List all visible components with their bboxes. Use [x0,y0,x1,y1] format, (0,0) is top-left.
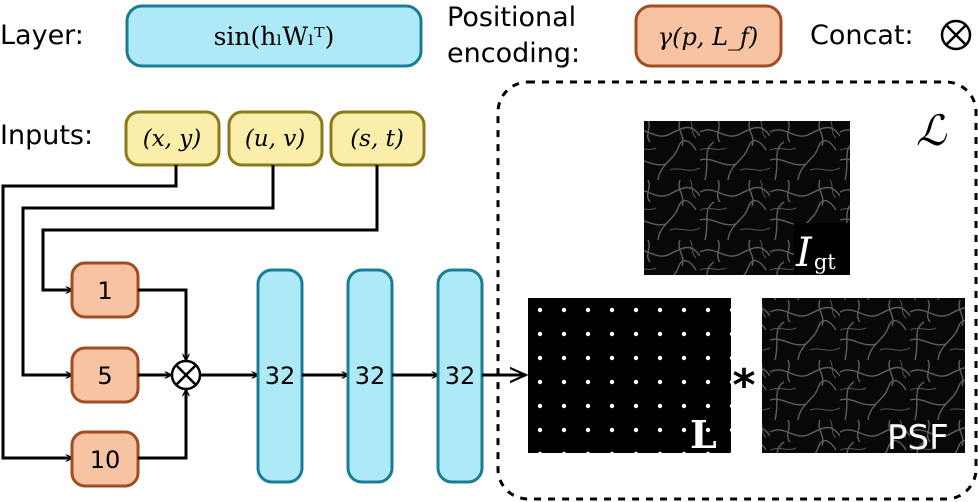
legend-layer-box [125,4,423,68]
image-psf: PSF [762,298,965,458]
posenc-1: 1 [70,261,140,319]
legend-posenc-formula: γ(p, L_f) [658,23,759,51]
posenc-5: 5 [70,346,140,404]
layer-2-text: 32 [355,362,386,390]
concat-icon [170,359,202,391]
image-light-field: L [528,298,731,457]
input-uv: (u, v) [227,110,324,167]
input-st: (s, t) [329,110,426,167]
layer-2: 32 [346,268,394,484]
legend-layer-formula: sin(hₗWₗᵀ) [214,22,335,51]
input-xy: (x, y) [124,110,221,167]
gt-label: Igt [795,230,836,276]
input-xy-text: (x, y) [143,126,202,152]
posenc-10-text: 10 [90,446,121,474]
layer-1: 32 [256,268,304,484]
legend-posenc-box [634,4,783,68]
legend-posenc-label-2: encoding: [447,38,580,69]
layer-3-text: 32 [445,362,476,390]
legend-concat-label: Concat: [810,20,914,51]
wire-xy-to-enc10 [1,165,178,458]
legend-posenc-label-1: Positional [447,2,576,33]
inputs-label: Inputs: [0,120,93,151]
image-ground-truth: Igt [644,121,850,276]
legend-layer-label: Layer: [0,20,84,51]
input-uv-text: (u, v) [245,126,305,152]
wire-enc10-to-concat [138,390,186,460]
loss-symbol: ℒ [916,106,947,155]
posenc-1-text: 1 [97,277,112,305]
convolution-symbol: * [732,360,755,411]
layer-1-text: 32 [265,362,296,390]
gt-subscript: gt [814,250,836,274]
wire-st-to-enc1 [41,165,379,290]
input-st-text: (s, t) [350,126,404,152]
loss-region [496,80,978,501]
legend-concat-icon [940,19,972,51]
wire-uv-to-enc5 [21,165,275,375]
l-label: L [690,412,717,457]
psf-label: PSF [887,418,949,458]
layer-3: 32 [436,268,484,484]
wire-enc1-to-concat [138,288,186,360]
posenc-5-text: 5 [97,362,112,390]
posenc-10: 10 [70,430,140,488]
